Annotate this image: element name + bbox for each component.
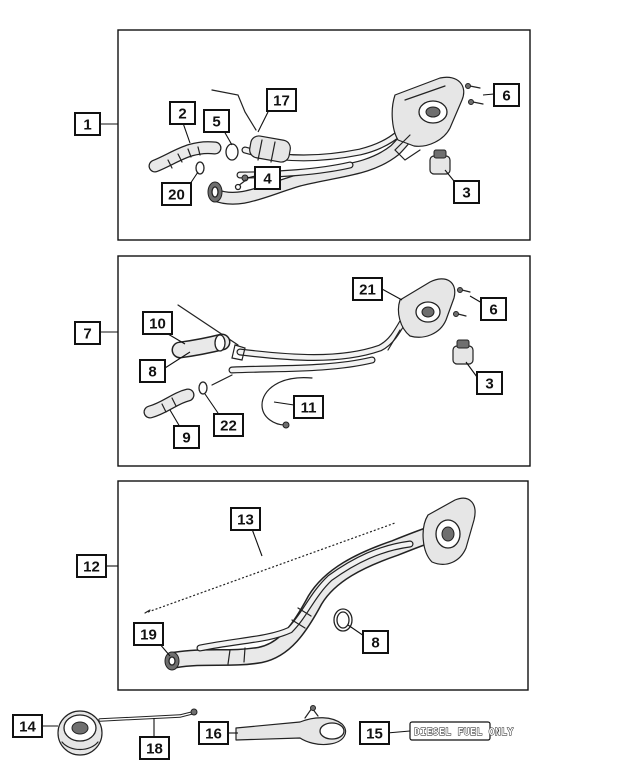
funnel-16 [235, 705, 347, 746]
panel-1-frame [117, 29, 531, 241]
hose-2 [148, 141, 222, 173]
hose-9 [143, 388, 195, 419]
wire-11 [261, 377, 313, 429]
svg-text:3: 3 [485, 376, 493, 393]
svg-text:15: 15 [366, 726, 383, 743]
svg-text:21: 21 [359, 282, 376, 299]
clamp-20 [195, 161, 205, 175]
svg-text:6: 6 [502, 88, 510, 105]
callout-8-a: 8 [139, 359, 166, 383]
callout-9: 9 [173, 425, 200, 449]
callout-21: 21 [352, 277, 383, 301]
panel-7-frame [117, 255, 531, 467]
fuel-cap-14 [57, 708, 198, 756]
filler-tube-assembly-12 [144, 497, 476, 671]
callout-11: 11 [293, 395, 324, 419]
group-bottom-row: DIESEL FUEL ONLY 14 18 16 15 [12, 705, 514, 760]
callout-7: 7 [74, 321, 101, 345]
svg-text:18: 18 [146, 741, 163, 758]
callout-5: 5 [203, 109, 230, 133]
svg-text:3: 3 [462, 185, 470, 202]
clamp-22 [198, 381, 208, 395]
diesel-label-15: DIESEL FUEL ONLY [409, 721, 514, 741]
svg-text:7: 7 [83, 326, 91, 343]
group-panel-7: 7 10 21 6 8 3 11 9 22 [74, 255, 531, 467]
svg-text:DIESEL FUEL ONLY: DIESEL FUEL ONLY [414, 727, 514, 738]
callout-1: 1 [74, 112, 101, 136]
callout-17: 17 [266, 88, 297, 112]
svg-text:5: 5 [212, 114, 220, 131]
svg-text:1: 1 [83, 117, 91, 134]
callout-6-a: 6 [493, 83, 520, 107]
clamp-5 [225, 143, 239, 161]
clamp-8-b [333, 608, 353, 632]
callout-13: 13 [230, 507, 261, 531]
hose-8-a [171, 333, 231, 359]
group-panel-1: 1 2 5 17 20 4 6 3 [74, 29, 531, 241]
callout-8-b: 8 [362, 630, 389, 654]
filler-tube-assembly-1 [207, 76, 465, 205]
callout-6-b: 6 [480, 297, 507, 321]
callout-14: 14 [12, 714, 43, 738]
svg-text:8: 8 [371, 635, 379, 652]
svg-text:9: 9 [182, 430, 190, 447]
svg-text:11: 11 [301, 400, 317, 417]
svg-text:12: 12 [83, 559, 100, 576]
callout-3-b: 3 [476, 371, 503, 395]
svg-text:10: 10 [149, 316, 166, 333]
callout-16: 16 [198, 721, 229, 745]
svg-text:20: 20 [168, 187, 185, 204]
svg-text:16: 16 [205, 726, 222, 743]
callout-3-a: 3 [453, 180, 480, 204]
callout-12: 12 [76, 554, 107, 578]
callout-15: 15 [359, 721, 390, 745]
callout-20: 20 [161, 182, 192, 206]
svg-text:4: 4 [263, 171, 272, 188]
callout-18: 18 [139, 736, 170, 760]
svg-text:6: 6 [489, 302, 497, 319]
valve-3-a [429, 149, 451, 175]
svg-text:8: 8 [148, 364, 156, 381]
svg-text:2: 2 [178, 106, 186, 123]
callout-22: 22 [213, 413, 244, 437]
svg-text:13: 13 [237, 512, 254, 529]
valve-3-b [452, 339, 474, 365]
callout-19: 19 [133, 622, 164, 646]
filler-tube-assembly-7 [177, 278, 456, 374]
screws-6-b [453, 287, 471, 317]
panel-12-frame [117, 480, 529, 691]
svg-text:19: 19 [140, 627, 157, 644]
svg-text:22: 22 [220, 418, 237, 435]
group-panel-12: 12 13 19 8 [76, 480, 529, 691]
callout-4: 4 [254, 166, 281, 190]
callout-2: 2 [169, 101, 196, 125]
callout-10: 10 [142, 311, 173, 335]
screws-6-a [465, 83, 484, 105]
svg-text:14: 14 [19, 719, 36, 736]
svg-text:17: 17 [273, 93, 290, 110]
